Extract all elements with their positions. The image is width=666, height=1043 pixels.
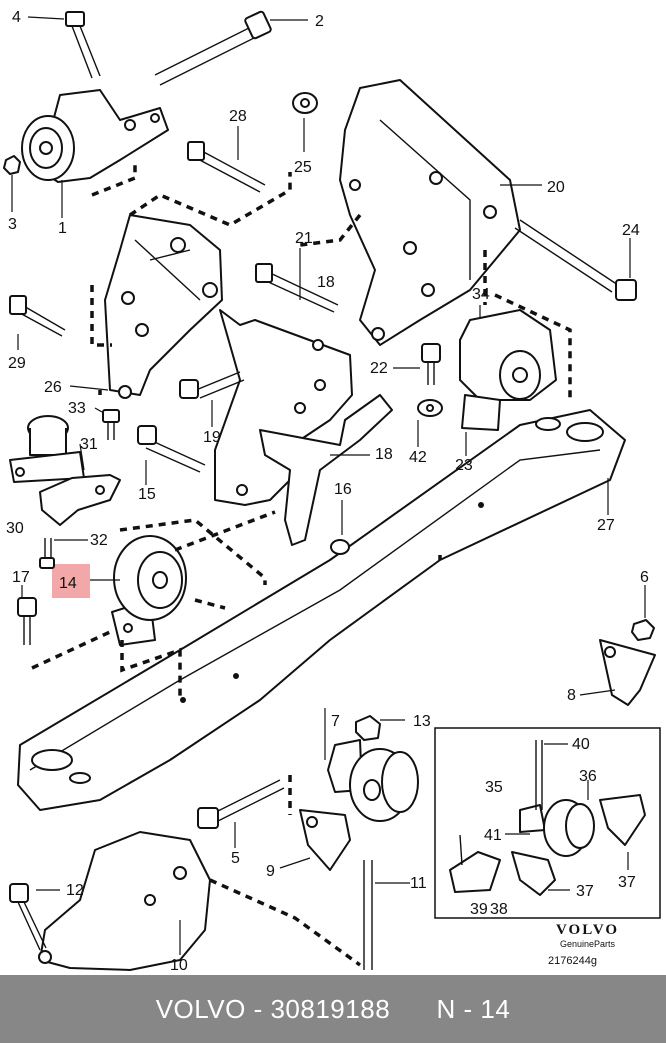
callout-37a: 37 (576, 883, 594, 900)
callout-18b: 18 (375, 446, 393, 463)
callout-41: 41 (484, 827, 502, 844)
callout-32: 32 (90, 532, 108, 549)
callout-2: 2 (315, 13, 324, 30)
callout-37b: 37 (618, 874, 636, 891)
callout-36: 36 (579, 768, 597, 785)
callout-25: 25 (294, 159, 312, 176)
footer-separator: - (245, 993, 271, 1024)
callout-35: 35 (485, 779, 503, 796)
callout-18a: 18 (317, 274, 335, 291)
callout-4: 4 (12, 9, 21, 26)
inset-frame (434, 727, 661, 919)
callout-24: 24 (622, 222, 640, 239)
callout-7: 7 (331, 713, 340, 730)
callout-23: 23 (455, 457, 473, 474)
diagram-number: 2176244g (548, 955, 597, 967)
callout-13: 13 (413, 713, 431, 730)
callout-11: 11 (410, 875, 427, 892)
callout-22: 22 (370, 360, 388, 377)
bracket-10 (39, 831, 211, 971)
callout-34: 34 (472, 286, 490, 303)
callout-9: 9 (266, 863, 275, 880)
callout-12: 12 (66, 882, 84, 899)
callout-20: 20 (547, 179, 565, 196)
callout-39: 39 (470, 901, 488, 918)
highlight-callout-box (52, 564, 90, 598)
bracket-20 (339, 79, 521, 346)
callout-38: 38 (490, 901, 508, 918)
genuine-parts-tagline: GenuineParts (560, 939, 616, 949)
callout-33: 33 (68, 400, 86, 417)
callout-14: 14 (59, 575, 77, 592)
bracket-26 (104, 214, 223, 396)
callout-27: 27 (597, 517, 615, 534)
callout-28: 28 (229, 108, 247, 125)
callout-1: 1 (58, 220, 67, 237)
brand-logo: VOLVO (556, 922, 620, 938)
callout-6: 6 (640, 569, 649, 586)
callout-26: 26 (44, 379, 62, 396)
footer-position: N - 14 (436, 993, 511, 1024)
callout-15: 15 (138, 486, 156, 503)
callout-17: 17 (12, 569, 30, 586)
callout-30: 30 (6, 520, 24, 537)
callout-16: 16 (334, 481, 352, 498)
callout-29: 29 (8, 355, 26, 372)
callout-3: 3 (8, 216, 17, 233)
callout-21: 21 (295, 230, 313, 247)
callout-10: 10 (170, 957, 188, 974)
exploded-parts-diagram: 4 2 3 1 28 25 20 24 21 18 34 29 22 26 33… (3, 9, 661, 974)
callout-8: 8 (567, 687, 576, 704)
callout-31: 31 (80, 436, 98, 453)
part-footer-bar: VOLVO - 30819188 N - 14 (0, 975, 666, 1043)
footer-part-number: 30819188 (270, 993, 391, 1024)
callout-40: 40 (572, 736, 590, 753)
callout-42: 42 (409, 449, 427, 466)
footer-gap (390, 994, 436, 1025)
bracket-18 (214, 309, 353, 506)
callout-19: 19 (203, 429, 221, 446)
footer-brand: VOLVO (155, 993, 246, 1024)
callout-5: 5 (231, 850, 240, 867)
